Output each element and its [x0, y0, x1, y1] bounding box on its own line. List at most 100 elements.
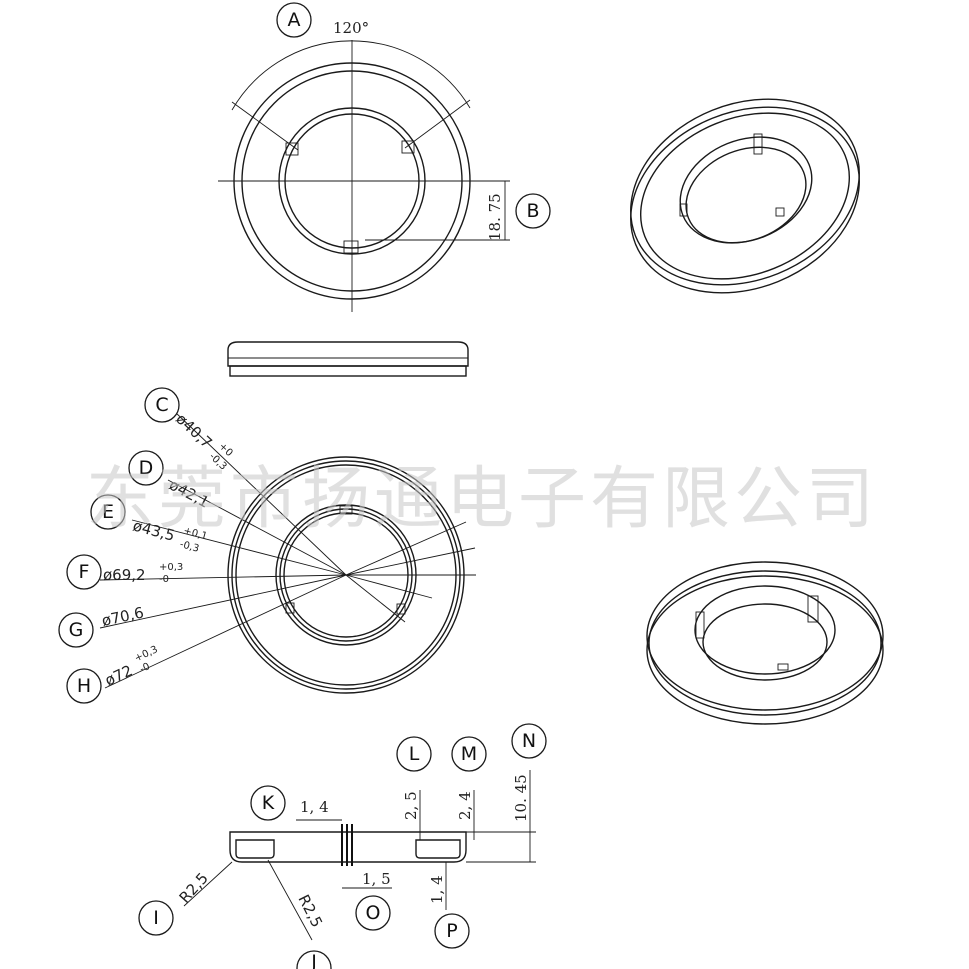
callout-B: B — [515, 193, 551, 229]
dim-E: ø43,5 +0,1 -0,3 — [131, 516, 208, 555]
leader-r2 — [345, 547, 476, 576]
dim-I-label: R2,5 — [176, 869, 212, 907]
dim-O-label: 1, 5 — [362, 870, 391, 888]
svg-text:D: D — [139, 457, 154, 479]
section-left-cavity — [235, 839, 275, 859]
svg-text:ø72: ø72 — [102, 661, 135, 689]
dim-L-label: 2, 5 — [402, 791, 420, 820]
svg-text:ø40,7: ø40,7 — [172, 410, 215, 452]
svg-text:I: I — [153, 907, 159, 929]
watermark-text: 东莞市扬通电子有限公司 — [86, 460, 878, 539]
leader-G — [99, 574, 347, 629]
leader-H — [104, 574, 347, 689]
profile-base — [229, 365, 467, 377]
svg-text:H: H — [77, 675, 91, 697]
dim-P-label: 1, 4 — [428, 875, 446, 904]
callout-K: K — [250, 785, 286, 821]
svg-text:L: L — [409, 743, 420, 765]
top-view: 120° 18. 75 — [218, 19, 510, 312]
callout-M: M — [451, 736, 487, 772]
cross-section: 1, 4 1, 5 2, 5 2, 4 10. 45 1, 4 R2,5 R2,… — [176, 770, 536, 941]
svg-text:ø70,6: ø70,6 — [100, 603, 145, 629]
svg-text:-0: -0 — [138, 661, 152, 675]
dim-J-leader — [267, 859, 313, 941]
height-label: 18. 75 — [486, 193, 504, 241]
svg-text:-0,3: -0,3 — [178, 539, 200, 555]
svg-text:A: A — [288, 9, 301, 31]
iso1-inner-2 — [685, 146, 807, 244]
dim-I-leader — [183, 861, 233, 907]
section-right-cavity — [415, 839, 461, 859]
front-tab-left — [285, 602, 295, 614]
iso2-tab-1 — [695, 611, 705, 639]
dim-J-label: R2,5 — [294, 892, 326, 931]
front-tab-right — [396, 603, 406, 615]
callouts: A B C D E F G H I J K L M N O P — [58, 2, 551, 969]
svg-text:C: C — [155, 394, 168, 416]
angle-label: 120° — [333, 19, 369, 37]
iso1-outer-bottom — [630, 106, 860, 294]
iso2-inner — [694, 585, 836, 675]
callout-F: F — [66, 554, 102, 590]
svg-text:K: K — [262, 792, 275, 814]
svg-text:ø69,2: ø69,2 — [103, 566, 146, 584]
leader-r4 — [345, 574, 433, 599]
iso2-outer-bottom — [646, 575, 884, 725]
diameter-view: ø40,7 +0 -0,3 ø42,1 ø43,5 +0,1 -0,3 ø69,… — [99, 410, 476, 694]
isometric-view-bottom — [646, 561, 884, 725]
svg-text:P: P — [446, 920, 457, 942]
leader-E — [131, 519, 347, 576]
isometric-view-top — [630, 98, 860, 294]
front-tab-top — [339, 505, 353, 515]
callout-O: O — [355, 895, 391, 931]
angle-leader-left — [231, 101, 299, 151]
tab-bottom — [343, 240, 359, 254]
leader-r5 — [345, 574, 406, 623]
callout-E: E — [90, 494, 126, 530]
svg-text:G: G — [69, 619, 84, 641]
svg-text:O: O — [366, 902, 381, 924]
callout-C: C — [144, 387, 180, 423]
iso1-tab-2 — [679, 203, 688, 217]
iso2-inner-2 — [702, 603, 828, 681]
callout-H: H — [66, 668, 102, 704]
iso1-tab-3 — [775, 207, 785, 217]
svg-text:E: E — [102, 501, 114, 523]
iso2-outer-mid — [648, 570, 882, 716]
callout-N: N — [511, 723, 547, 759]
iso1-tab-1 — [753, 133, 763, 155]
section-outline — [229, 831, 467, 863]
dim-G: ø70,6 — [100, 603, 145, 629]
callout-P: P — [434, 913, 470, 949]
callout-A: A — [276, 2, 312, 38]
callout-L: L — [396, 736, 432, 772]
svg-text:J: J — [310, 951, 317, 969]
dim-K-label: 1, 4 — [300, 798, 329, 816]
svg-text:F: F — [79, 561, 90, 583]
angle-leader-right — [404, 99, 471, 149]
callout-D: D — [128, 450, 164, 486]
svg-text:N: N — [522, 730, 536, 752]
callout-I: I — [138, 900, 174, 936]
svg-text:B: B — [526, 200, 539, 222]
iso2-outer — [646, 561, 884, 711]
callout-J: J — [296, 950, 332, 969]
svg-text:-0: -0 — [159, 574, 169, 585]
iso1-outer — [630, 98, 860, 286]
angle-arc — [231, 40, 471, 111]
dim-N-label: 10. 45 — [512, 774, 530, 822]
svg-text:M: M — [461, 743, 477, 765]
leader-D — [167, 479, 347, 576]
svg-text:+0,3: +0,3 — [159, 562, 183, 573]
dim-F: ø69,2 +0,3 -0 — [103, 562, 183, 585]
iso2-tab-2 — [807, 595, 819, 623]
leader-F — [99, 574, 347, 581]
dim-H: ø72 +0,3 -0 — [102, 644, 160, 689]
callout-G: G — [58, 612, 94, 648]
leader-r1 — [345, 521, 467, 576]
profile-body — [227, 341, 469, 367]
leader-C — [174, 411, 347, 576]
side-profile — [227, 341, 469, 377]
